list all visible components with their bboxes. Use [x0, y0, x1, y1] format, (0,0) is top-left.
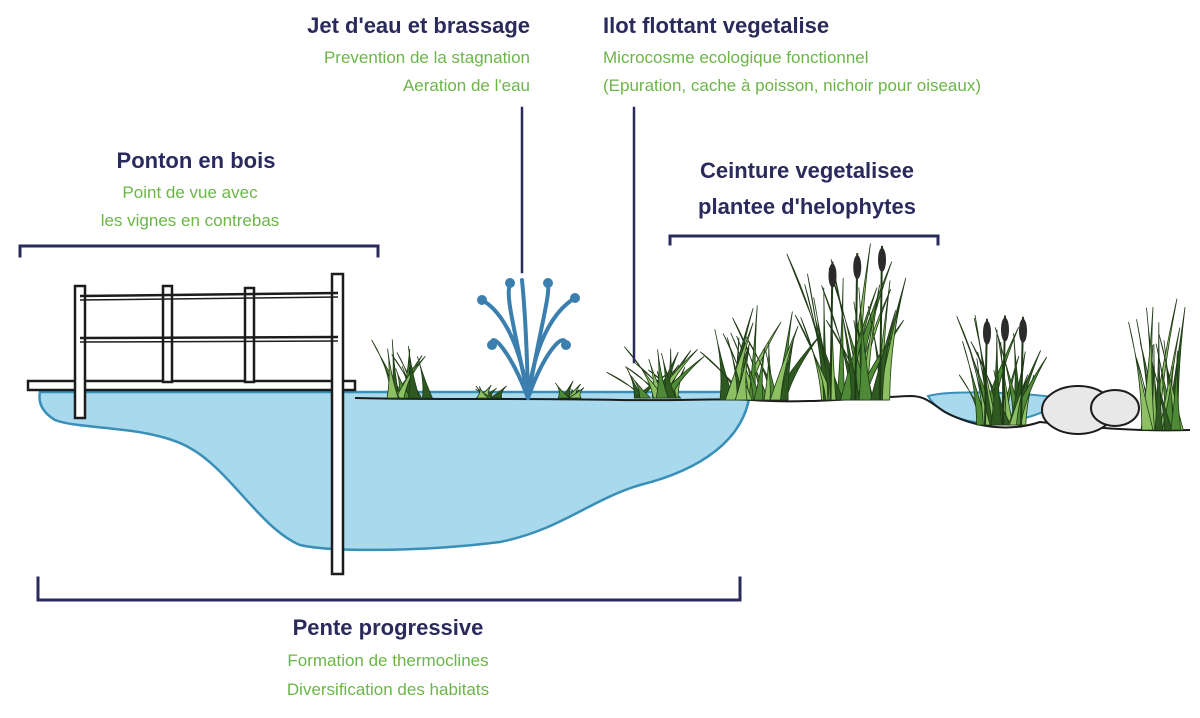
ponton-bracket: [18, 244, 380, 258]
jet-title: Jet d'eau et brassage: [307, 13, 530, 38]
fountain: [477, 278, 580, 400]
wooden-pontoon: [26, 272, 357, 576]
pontoon-rail: [79, 335, 339, 340]
label-jet: Jet d'eau et brassage Prevention de la s…: [307, 13, 530, 95]
pontoon-deck: [26, 379, 357, 392]
label-ceinture: Ceinture vegetalisee plantee d'helophyte…: [698, 158, 916, 219]
plant-clump: [956, 315, 1047, 426]
ponton-line-2: les vignes en contrebas: [101, 211, 280, 230]
ceinture-bracket: [668, 234, 940, 246]
plants: [371, 243, 1186, 431]
pontoon-post: [73, 284, 87, 420]
label-pente: Pente progressive Formation de thermocli…: [287, 615, 489, 699]
rock: [1090, 389, 1140, 427]
pontoon-rail: [79, 340, 339, 343]
ilot-title: Ilot flottant vegetalise: [603, 13, 829, 38]
plant-clump: [554, 380, 585, 399]
jet-line-2: Aeration de l'eau: [403, 76, 530, 95]
pente-line-1: Formation de thermoclines: [287, 651, 488, 670]
pontoon-post: [243, 286, 256, 384]
ceinture-title-1: Ceinture vegetalisee: [700, 158, 914, 183]
pente-title: Pente progressive: [293, 615, 484, 640]
plant-clump: [699, 305, 822, 401]
brackets: [18, 106, 940, 602]
ilot-line-2: (Epuration, cache à poisson, nichoir pou…: [603, 76, 981, 95]
rocks: [1041, 385, 1140, 435]
plant-clump: [786, 243, 907, 401]
ilot-line-1: Microcosme ecologique fonctionnel: [603, 48, 869, 67]
label-ponton: Ponton en bois Point de vue avec les vig…: [101, 148, 280, 230]
pontoon-post: [161, 284, 174, 384]
pente-bracket: [36, 576, 742, 602]
plant-clump: [606, 346, 705, 399]
ponton-title: Ponton en bois: [117, 148, 276, 173]
ponton-line-1: Point de vue avec: [122, 183, 258, 202]
jet-line-1: Prevention de la stagnation: [324, 48, 530, 67]
plant-clump: [1128, 298, 1186, 431]
pond-water: [38, 390, 752, 552]
label-ilot: Ilot flottant vegetalise Microcosme ecol…: [603, 13, 981, 95]
pontoon-rail: [79, 291, 339, 298]
pontoon-post-long: [330, 272, 345, 576]
ceinture-title-2: plantee d'helophytes: [698, 194, 916, 219]
plant-clump: [371, 339, 434, 399]
pontoon-rail: [79, 296, 339, 301]
pente-line-2: Diversification des habitats: [287, 680, 489, 699]
plant-clump: [475, 384, 507, 399]
